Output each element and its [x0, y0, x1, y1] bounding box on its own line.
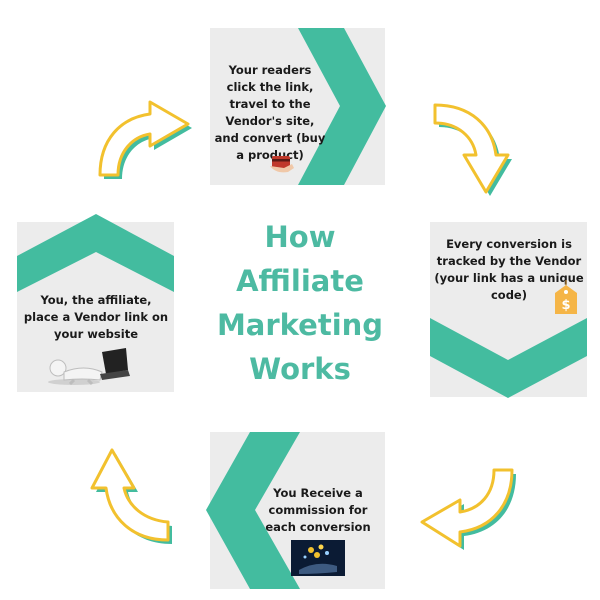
- dollar-tag-icon: $: [555, 280, 577, 314]
- tag-dollar-symbol: $: [561, 298, 570, 313]
- title-line: Works: [249, 352, 351, 386]
- curved-arrow-top-right: [433, 103, 512, 196]
- chevron-left-bottom: [206, 432, 300, 589]
- credit-card-hand-icon: [270, 156, 294, 173]
- step-text-right: Every conversion is tracked by the Vendo…: [434, 237, 584, 302]
- curved-arrow-bottom-right: [420, 468, 516, 550]
- curved-arrow-top-left: [98, 100, 192, 179]
- money-hand-icon: [291, 540, 345, 576]
- chevron-up-left: [17, 214, 174, 292]
- title-line: Marketing: [216, 308, 384, 342]
- title-line: Affiliate: [236, 264, 364, 298]
- diagram-title: How Affiliate Marketing Works: [200, 215, 400, 391]
- title-line: How: [264, 220, 336, 254]
- curved-arrow-bottom-left: [90, 448, 172, 544]
- person-laptop-icon: [48, 348, 130, 386]
- chevron-down-right: [430, 318, 587, 398]
- step-text-top: Your readers click the link, travel to t…: [214, 63, 326, 162]
- step-text-bottom: You Receive a commission for each conver…: [265, 486, 371, 534]
- step-text-left: You, the affiliate, place a Vendor link …: [23, 293, 169, 341]
- chevron-right-top: [298, 28, 386, 185]
